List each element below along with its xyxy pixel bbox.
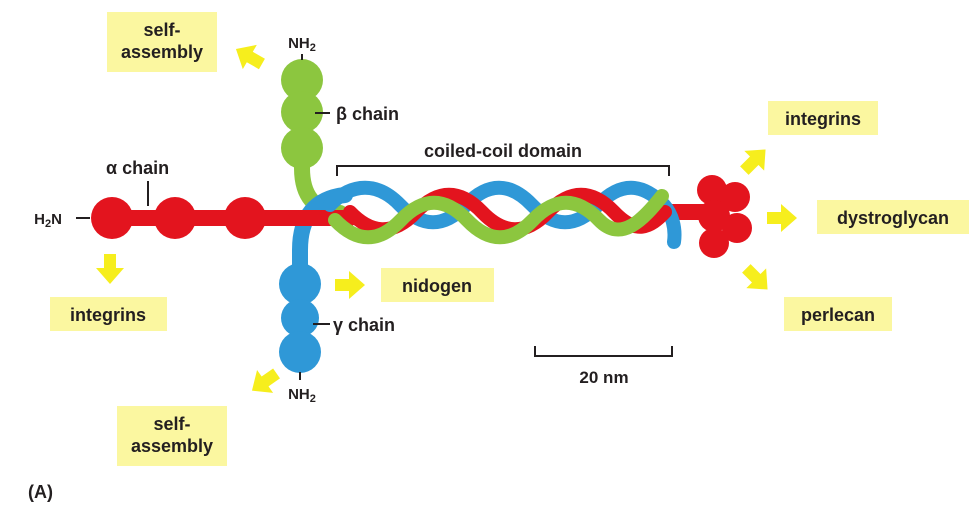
dystroglycan-box	[817, 200, 969, 234]
beta-chain-globule-2	[281, 91, 323, 133]
gamma-chain-label: γ chain	[333, 315, 395, 335]
coiled-coil-domain-label: coiled-coil domain	[424, 141, 582, 161]
arrow-self-assembly-bottom	[251, 368, 280, 393]
dystroglycan-label: dystroglycan	[837, 208, 949, 228]
beta-chain-terminus-label: NH2	[288, 35, 316, 54]
integrins-left-label: integrins	[70, 305, 146, 325]
figure-panel-label: (A)	[28, 482, 53, 502]
beta-chain-globule-3	[281, 127, 323, 169]
nidogen-label: nidogen	[402, 276, 472, 296]
alpha-chain-globule-2	[154, 197, 196, 239]
beta-chain-globule-1	[281, 59, 323, 101]
beta-chain-label: β chain	[336, 104, 399, 124]
arrow-nidogen	[335, 271, 365, 299]
perlecan-label: perlecan	[801, 305, 875, 325]
integrins-right-box	[768, 101, 878, 135]
scale-bar	[534, 346, 673, 357]
self-assembly-top-label: self-assembly	[121, 20, 203, 62]
alpha-chain-label: α chain	[106, 158, 169, 178]
arrow-self-assembly-top	[235, 44, 265, 70]
gamma-chain-terminus-label: NH2	[288, 386, 316, 405]
self-assembly-bottom-box	[117, 406, 227, 466]
self-assembly-bottom-label: self-assembly	[131, 414, 213, 456]
alpha-chain-lg-domains	[697, 175, 752, 258]
alpha-chain-globule-3	[224, 197, 266, 239]
arrow-perlecan	[742, 264, 768, 290]
gamma-chain-globule-2	[281, 299, 319, 337]
helix-strand-green	[328, 189, 669, 245]
integrins-left-box	[50, 297, 167, 331]
alpha-chain-terminus-label: H2N	[34, 211, 62, 230]
coiled-coil-bracket	[336, 165, 670, 176]
arrow-integrins-right	[740, 149, 766, 175]
alpha-chain-globule-1	[91, 197, 133, 239]
integrins-right-label: integrins	[785, 109, 861, 129]
scale-bar-label: 20 nm	[579, 368, 628, 387]
nidogen-box	[381, 268, 494, 302]
perlecan-box	[784, 297, 892, 331]
arrow-integrins-left	[96, 254, 124, 284]
coiled-coil-helix	[323, 180, 682, 249]
arrow-dystroglycan	[767, 204, 797, 232]
gamma-chain-globule-3	[279, 331, 321, 373]
self-assembly-top-box	[107, 12, 217, 72]
gamma-chain-globule-1	[279, 263, 321, 305]
alpha-chain	[91, 175, 752, 258]
